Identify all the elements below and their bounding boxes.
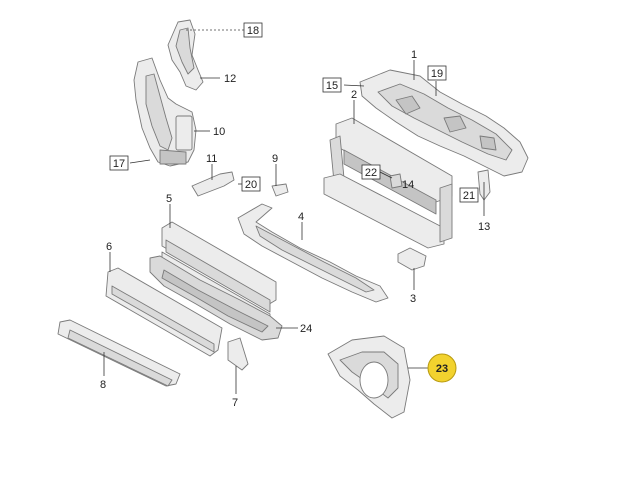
callout-12: 12 [224,73,236,85]
svg-text:2: 2 [351,89,357,101]
svg-text:8: 8 [100,379,106,391]
part-clip-9 [271,183,289,197]
part-top-carrier-beam [359,69,529,177]
callout-24: 24 [300,323,312,335]
part-small-bracket-11 [191,171,235,197]
callout-10: 10 [213,126,225,138]
part-block-3 [397,247,427,271]
svg-text:6: 6 [106,241,112,253]
leader-lines [103,29,485,394]
part-lower-spoiler [57,319,181,387]
svg-text:11: 11 [206,153,217,165]
callout-13: 13 [478,221,490,233]
svg-text:14: 14 [402,179,414,191]
part-lower-frame-6 [105,267,223,357]
svg-text:5: 5 [166,193,172,205]
svg-text:23: 23 [436,363,448,375]
callout-23-highlight: 23 [427,353,457,383]
svg-text:13: 13 [478,221,490,233]
svg-text:4: 4 [298,211,304,223]
svg-text:17: 17 [113,158,125,170]
callout-17: 17 [109,155,129,171]
part-corner-piece-7 [227,337,249,371]
callout-15: 15 [322,77,342,93]
callout-14: 14 [402,179,414,191]
callout-21: 21 [459,187,479,203]
part-left-vertical-carrier [133,57,197,167]
callout-8: 8 [100,379,106,391]
svg-text:22: 22 [365,167,377,179]
svg-text:21: 21 [463,190,475,202]
part-foam-absorber [149,255,283,341]
svg-text:3: 3 [410,293,416,305]
callout-22: 22 [361,164,381,180]
svg-text:19: 19 [431,68,443,80]
callout-11: 11 [206,153,217,165]
callout-19: 19 [427,65,447,81]
svg-text:1: 1 [411,49,417,61]
callout-7: 7 [232,397,238,409]
callout-4: 4 [298,211,304,223]
callout-5: 5 [166,193,172,205]
callout-1: 1 [411,49,417,61]
callout-6: 6 [106,241,112,253]
part-air-duct [327,335,411,419]
svg-text:9: 9 [272,153,278,165]
part-upper-left-bracket [167,19,204,91]
svg-text:24: 24 [300,323,312,335]
callout-18: 18 [243,22,263,38]
svg-text:15: 15 [326,80,338,92]
svg-text:10: 10 [213,126,225,138]
callout-2: 2 [351,89,357,101]
svg-text:12: 12 [224,73,236,85]
svg-text:7: 7 [232,397,238,409]
callout-20: 20 [241,176,261,192]
part-bumper-support [237,203,389,303]
svg-text:20: 20 [245,179,257,191]
callout-9: 9 [272,153,278,165]
part-clip-14 [389,173,403,189]
callout-3: 3 [410,293,416,305]
svg-text:18: 18 [247,25,259,37]
